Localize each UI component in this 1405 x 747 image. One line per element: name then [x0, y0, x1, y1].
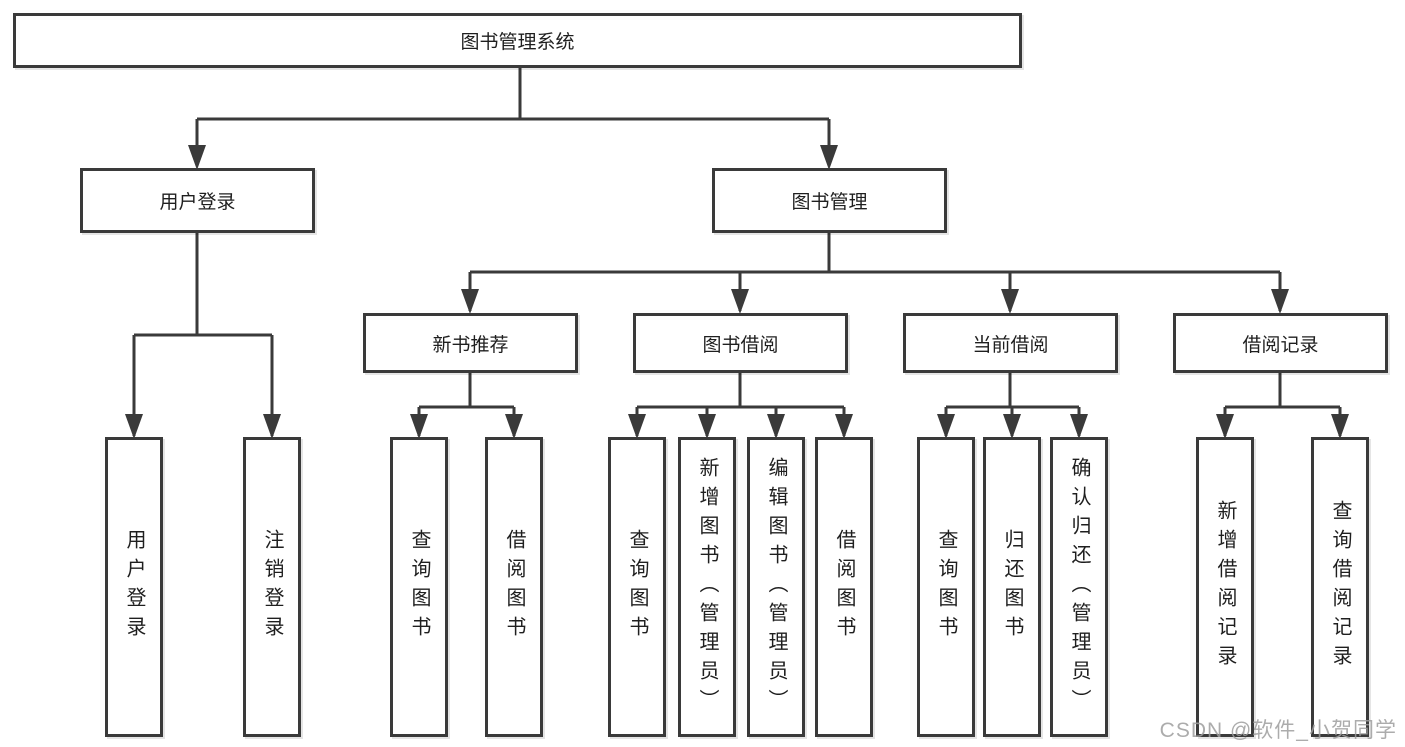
leaf-label: 借阅图书 — [503, 529, 525, 645]
leaf-logout: 注销登录 — [243, 437, 301, 737]
leaf-label: 新增借阅记录 — [1214, 500, 1236, 674]
node-library-management-system: 图书管理系统 — [13, 13, 1022, 68]
leaf-label: 新增图书（管理员） — [696, 456, 718, 718]
leaf-cb-query-books: 查询图书 — [917, 437, 975, 737]
node-book-management: 图书管理 — [712, 168, 947, 233]
leaf-nb-borrow-books: 借阅图书 — [485, 437, 543, 737]
leaf-bb-borrow-books: 借阅图书 — [815, 437, 873, 737]
leaf-user-login: 用户登录 — [105, 437, 163, 737]
node-book-borrowing: 图书借阅 — [633, 313, 848, 373]
leaf-br-query-borrow-record: 查询借阅记录 — [1311, 437, 1369, 737]
leaf-label: 查询图书 — [626, 529, 648, 645]
leaf-label: 确认归还（管理员） — [1068, 456, 1090, 718]
leaf-label: 查询图书 — [408, 529, 430, 645]
node-new-book-recommendation: 新书推荐 — [363, 313, 578, 373]
leaf-cb-return-books: 归还图书 — [983, 437, 1041, 737]
leaf-label: 用户登录 — [123, 529, 145, 645]
leaf-label: 编辑图书（管理员） — [765, 456, 787, 718]
leaf-br-add-borrow-record: 新增借阅记录 — [1196, 437, 1254, 737]
node-current-borrowing: 当前借阅 — [903, 313, 1118, 373]
connector-lines — [132, 68, 1342, 436]
leaf-nb-query-books: 查询图书 — [390, 437, 448, 737]
leaf-cb-confirm-return-admin: 确认归还（管理员） — [1050, 437, 1108, 737]
arrowheads — [125, 145, 1349, 439]
node-borrowing-records: 借阅记录 — [1173, 313, 1388, 373]
leaf-label: 借阅图书 — [833, 529, 855, 645]
node-user-login: 用户登录 — [80, 168, 315, 233]
leaf-label: 归还图书 — [1001, 529, 1023, 645]
leaf-label: 注销登录 — [261, 529, 283, 645]
leaf-bb-edit-books-admin: 编辑图书（管理员） — [747, 437, 805, 737]
leaf-bb-add-books-admin: 新增图书（管理员） — [678, 437, 736, 737]
leaf-bb-query-books: 查询图书 — [608, 437, 666, 737]
leaf-label: 查询图书 — [935, 529, 957, 645]
leaf-label: 查询借阅记录 — [1329, 500, 1351, 674]
